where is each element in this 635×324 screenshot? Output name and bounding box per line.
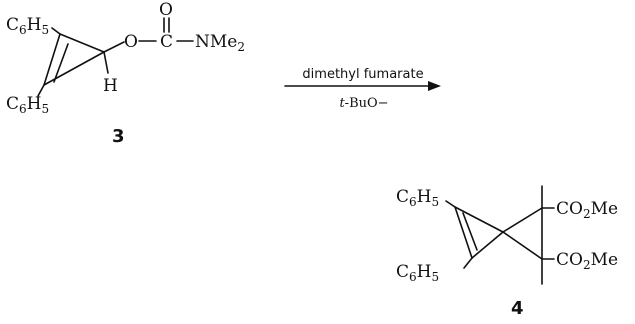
arrowhead	[428, 81, 441, 91]
ring-bond-bottom	[43, 51, 105, 86]
ester-top-label: CO2Me	[556, 199, 618, 221]
bond-to-oxygen	[103, 41, 125, 53]
product-4: C6H5 C6H5 CO2Me CO2Me 4	[396, 185, 618, 319]
ester-bottom-label: CO2Me	[556, 250, 618, 272]
amine-label: NMe2	[195, 32, 245, 54]
bond-to-phenyl-bottom	[37, 84, 45, 97]
reagent-above-label: dimethyl fumarate	[302, 67, 423, 82]
spiro-bond-bottom	[502, 231, 543, 260]
bond-to-hydrogen	[103, 51, 109, 74]
ring-double-bond-inner	[462, 212, 478, 251]
ring-bond-top	[454, 206, 504, 233]
ring-bond-bottom	[471, 231, 504, 259]
reagent-below-label: t-BuO−	[339, 96, 388, 111]
phenyl-bottom-label: C6H5	[396, 262, 439, 284]
oxygen-label: O	[124, 32, 138, 52]
bond-to-phenyl-top	[51, 27, 61, 35]
phenyl-top-label: C6H5	[396, 187, 439, 209]
bond-to-phenyl-bottom	[463, 257, 473, 269]
compound-number-4: 4	[511, 298, 524, 319]
carbon-label: C	[160, 32, 173, 52]
ring-double-bond-inner	[53, 43, 69, 83]
carbonyl-oxygen-label: O	[159, 0, 173, 20]
reactant-3: C6H5 C6H5 O O C NMe2 H 3	[6, 0, 245, 147]
ring-bond-top	[59, 33, 105, 53]
compound-number-3: 3	[112, 126, 125, 147]
phenyl-top-label: C6H5	[6, 15, 49, 37]
hydrogen-label: H	[103, 76, 118, 96]
phenyl-bottom-label: C6H5	[6, 94, 49, 116]
ring-double-bond-outer	[43, 33, 61, 86]
bond-to-phenyl-top	[445, 200, 456, 208]
reaction-arrow-group: dimethyl fumarate t-BuO−	[284, 67, 441, 111]
ring-double-bond-outer	[454, 206, 473, 259]
spiro-bond-top	[502, 207, 543, 233]
